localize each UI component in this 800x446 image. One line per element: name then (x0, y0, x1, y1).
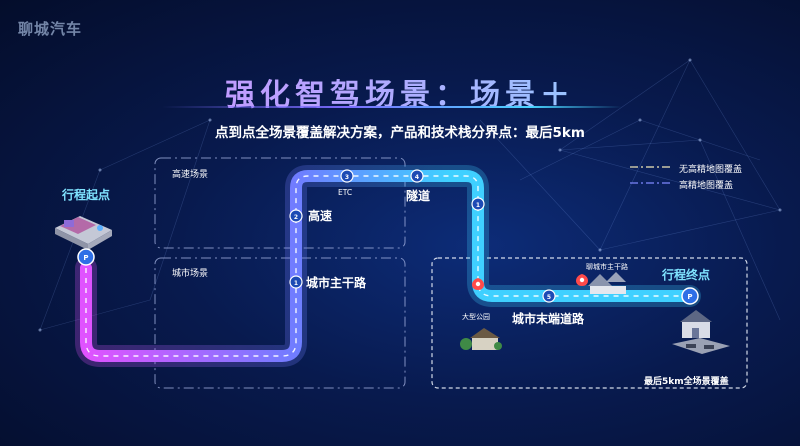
marker-p-start: P (77, 248, 95, 266)
end-house-illustration (672, 310, 730, 354)
svg-text:1: 1 (476, 202, 480, 209)
city-end-road-label: 城市末端道路 (512, 312, 585, 326)
svg-text:5: 5 (547, 294, 551, 301)
park-illustration (460, 328, 502, 350)
city-main-road-label: 城市主干路 (306, 276, 367, 290)
marker-1-city: 1 (289, 275, 303, 289)
marker-p-end: P (681, 287, 699, 305)
title-underline (162, 106, 622, 108)
page-subtitle: 点到点全场景覆盖解决方案，产品和技术栈分界点：最后5km (215, 125, 585, 141)
city-zone-label: 城市场景 (172, 269, 209, 279)
city-main-small-label: 聊城市主干路 (586, 263, 628, 271)
highway-zone-box (154, 157, 406, 249)
legend-no-hd-map: 无高精地图覆盖 (679, 165, 743, 175)
park-label: 大型公园 (462, 313, 490, 321)
highway-label: 高速 (308, 209, 333, 223)
marker-5-city-end: 5 (542, 289, 556, 303)
brand-logo: 聊城汽车 (18, 20, 83, 38)
tunnel-label: 隧道 (406, 189, 431, 203)
legend-hd-map: 高精地图覆盖 (679, 181, 734, 191)
svg-text:2: 2 (294, 214, 298, 221)
last5km-zone-box (431, 257, 748, 389)
etc-label: ETC (338, 188, 353, 197)
end-label: 行程终点 (662, 268, 711, 282)
svg-text:P: P (687, 293, 692, 301)
city-zone-box (154, 257, 406, 389)
start-label: 行程起点 (62, 188, 111, 202)
marker-3-etc: 3 (340, 169, 354, 183)
highway-zone-label: 高速场景 (172, 170, 209, 180)
city-building-illustration (588, 272, 626, 294)
city-road-location-pin (576, 274, 588, 298)
last5km-zone-label: 最后5km全场景覆盖 (644, 377, 729, 387)
marker-4-tunnel: 4 (410, 169, 424, 183)
start-building-illustration (55, 216, 112, 250)
svg-text:P: P (83, 254, 88, 262)
svg-text:4: 4 (415, 174, 419, 181)
park-location-pin (472, 278, 484, 302)
marker-2-highway: 2 (289, 209, 303, 223)
marker-1-descent: 1 (471, 197, 485, 211)
svg-text:1: 1 (294, 280, 298, 287)
route-centerline (85, 175, 690, 357)
svg-text:3: 3 (345, 174, 349, 181)
